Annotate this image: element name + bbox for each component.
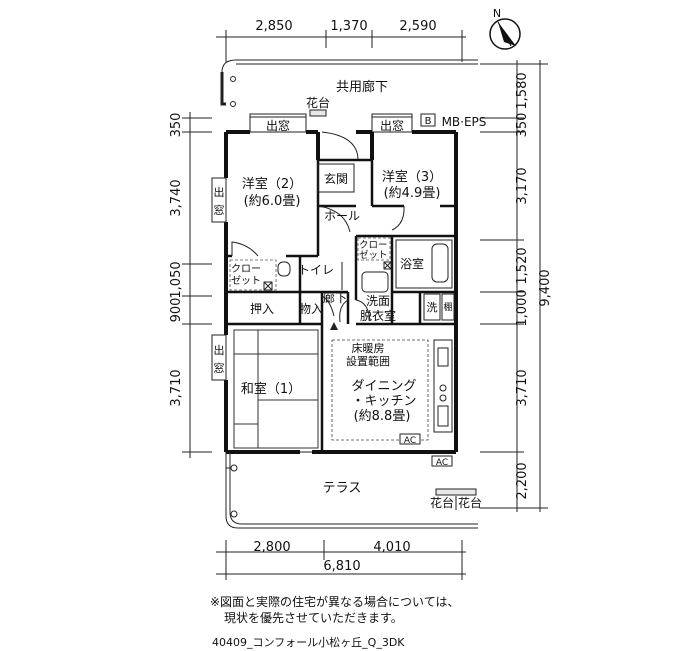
hall-label: ホール — [324, 209, 360, 223]
flower-box-label: 花台 — [306, 95, 330, 110]
tatami-layout — [233, 329, 319, 449]
entrance-area — [317, 163, 355, 193]
right-dim-7: 2,200 — [515, 462, 530, 499]
toilet-label: トイレ — [298, 263, 334, 277]
ac-unit-indoor — [399, 433, 421, 445]
bay-window-left-lower — [211, 334, 227, 381]
bay-window-left-upper-label-1: 出 — [214, 185, 225, 199]
plan-caption: 40409_コンフォール小松ヶ丘_Q_3DK — [212, 636, 405, 649]
note-line-1: ※図面と実際の住宅が異なる場合については、 — [210, 595, 460, 609]
washer-label: 洗 — [427, 301, 438, 314]
bay-window-left-lower-label-2: 窓 — [214, 361, 225, 375]
right-dim-6: 3,710 — [515, 369, 530, 406]
washroom-label-2: 脱衣室 — [360, 308, 396, 323]
bay-window-top-left — [249, 113, 307, 133]
svg-text:クロー: クロー — [231, 263, 261, 275]
interior-walls — [226, 158, 456, 452]
bay-window-top-right-label: 出窓 — [380, 118, 404, 133]
bay-window-left-upper — [211, 177, 227, 223]
flower-box-top — [309, 109, 327, 117]
svg-text:クロー: クロー — [359, 240, 388, 251]
wash-basin-icon — [361, 271, 389, 293]
dining-label-2: ・キッチン — [351, 394, 416, 409]
svg-text:ゼット: ゼット — [231, 275, 261, 287]
note-line-2: 現状を優先させていただきます。 — [224, 611, 403, 625]
room2-size: (約6.0畳) — [244, 194, 301, 209]
right-dim-1: 1,580 — [515, 72, 530, 109]
top-dim-2: 1,370 — [330, 19, 367, 34]
mb-eps-label: MB·EPS — [442, 115, 487, 129]
hallway-label: 廊下 — [323, 290, 347, 305]
closet-2: クロー ゼット — [357, 237, 392, 270]
ac-indoor-label: AC — [404, 436, 416, 446]
bottom-dimension-lines — [216, 540, 466, 580]
washer-space — [423, 293, 441, 321]
kitchen-counter — [433, 339, 453, 433]
dining-label-1: ダイニング — [351, 379, 416, 394]
hallway-arrow-icon — [330, 322, 338, 330]
ac-outdoor-label: AC — [436, 458, 448, 468]
flower-box-terrace-label-2: 花台 — [458, 495, 482, 510]
right-dim-total: 9,400 — [538, 269, 553, 306]
bathroom — [395, 239, 453, 289]
top-dimension-line — [216, 30, 466, 62]
svg-text:ゼット: ゼット — [359, 249, 388, 261]
bay-window-top-left-label: 出窓 — [266, 118, 290, 133]
room2-name: 洋室（2） — [242, 176, 302, 192]
right-dim-2: 350 — [515, 113, 530, 138]
bay-window-top-right — [371, 113, 413, 133]
door-swings — [231, 205, 405, 323]
floor-heating-area — [331, 339, 429, 441]
right-dim-3: 3,170 — [515, 167, 530, 204]
shared-corridor — [220, 59, 478, 107]
bottom-dim-1: 2,800 — [253, 540, 290, 555]
room3-size: (約4.9畳) — [384, 186, 441, 201]
top-dim-3: 2,590 — [399, 19, 436, 34]
flower-box-terrace-label-1: 花台 — [430, 495, 454, 510]
flower-box-terrace — [435, 488, 477, 496]
left-dim-2: 3,740 — [169, 179, 184, 216]
left-dim-5: 3,710 — [169, 369, 184, 406]
bay-window-left-upper-label-2: 窓 — [214, 203, 225, 217]
bottom-dim-total: 6,810 — [323, 559, 360, 574]
oshiire-label: 押入 — [250, 302, 274, 316]
toilet-room — [277, 261, 343, 290]
bay-window-left-lower-label-1: 出 — [214, 343, 225, 357]
entrance-label: 玄関 — [324, 171, 348, 186]
meter-box-label: B — [425, 116, 432, 127]
north-arrow-icon — [489, 18, 521, 50]
left-dimension-line — [182, 112, 212, 458]
meter-box — [420, 113, 436, 127]
washroom-label-1: 洗面 — [366, 294, 390, 308]
corridor-label: 共用廊下 — [336, 79, 388, 95]
storage-label: 物入 — [299, 302, 323, 316]
floor-heat-label-1: 床暖房 — [352, 341, 385, 355]
ac-unit-outdoor — [431, 455, 453, 467]
left-dim-1: 350 — [169, 113, 184, 138]
entrance-door-swing — [321, 131, 359, 161]
exterior-walls — [224, 130, 458, 454]
terrace-label: テラス — [323, 481, 362, 496]
right-dim-5: 1,000 — [515, 289, 530, 326]
bath-label: 浴室 — [400, 256, 424, 271]
dining-label-3: (約8.8畳) — [354, 409, 411, 424]
bottom-dim-2: 4,010 — [373, 540, 410, 555]
shelf-space — [441, 293, 455, 321]
top-dim-1: 2,850 — [255, 19, 292, 34]
closet-1: クロー ゼット — [229, 259, 277, 291]
washitsu-label: 和室（1） — [241, 381, 301, 397]
left-dim-4: 900 — [169, 298, 184, 323]
terrace — [225, 451, 478, 529]
floor-heat-label-2: 設置範囲 — [346, 354, 390, 368]
right-dim-4: 1,520 — [515, 247, 530, 284]
room3-name: 洋室（3） — [382, 169, 442, 185]
shelf-label: 棚 — [443, 301, 452, 313]
right-dimension-lines — [480, 60, 548, 512]
north-label: N — [493, 7, 501, 20]
left-dim-3: 1,050 — [169, 261, 184, 298]
